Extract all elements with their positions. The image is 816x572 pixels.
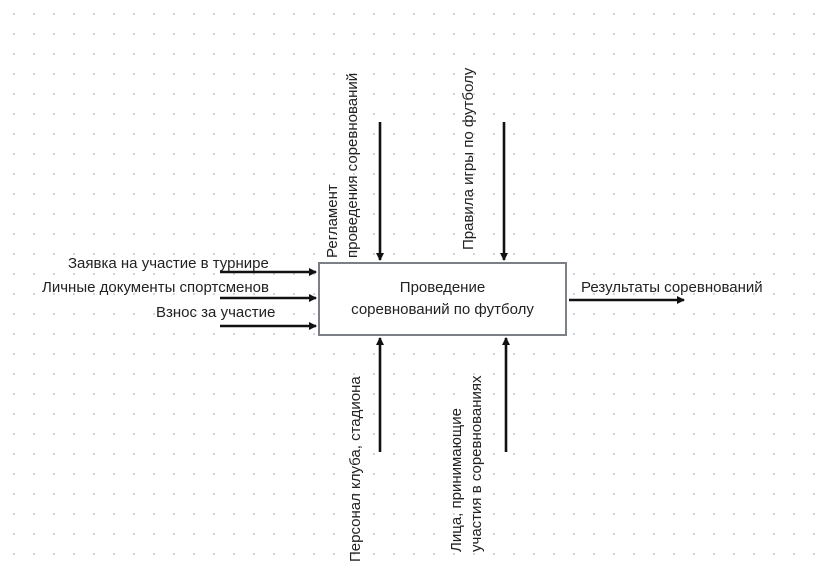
control-label-rules-line1: Правила игры по футболу <box>460 67 477 250</box>
control-label-regulations-line2: проведения соревнований <box>344 72 361 258</box>
process-block[interactable]: Проведение соревнований по футболу <box>318 262 567 336</box>
process-title-line2: соревнований по футболу <box>351 301 534 318</box>
input-label-fee: Взнос за участие <box>156 304 276 321</box>
mechanism-label-participants: Лица, принимающие участия в соревнования… <box>447 375 487 552</box>
control-label-regulations-line1: Регламент <box>324 184 341 258</box>
control-label-regulations: Регламент проведения соревнований <box>323 73 363 258</box>
output-label-results: Результаты соревнований <box>581 279 763 296</box>
control-label-rules: Правила игры по футболу <box>459 68 479 250</box>
mechanism-label-participants-line2: участия в соревнованиях <box>468 375 485 552</box>
mechanism-label-staff: Персонал клуба, стадиона <box>346 376 366 562</box>
input-label-documents: Личные документы спортсменов <box>42 279 269 296</box>
process-title-line1: Проведение <box>399 279 486 296</box>
mechanism-label-participants-line1: Лица, принимающие <box>448 408 465 552</box>
input-label-application: Заявка на участие в турнире <box>68 255 269 272</box>
mechanism-label-staff-line1: Персонал клуба, стадиона <box>347 376 364 562</box>
